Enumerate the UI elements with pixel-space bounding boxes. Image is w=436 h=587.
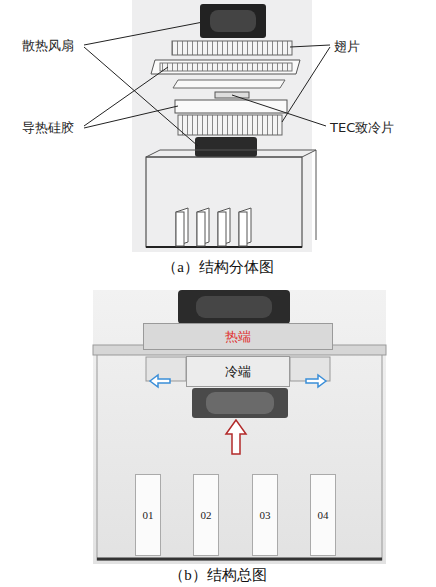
subfigure-caption: （b）结构总图 <box>169 566 267 585</box>
assembly-view <box>93 290 386 564</box>
fin-plate <box>151 60 300 74</box>
top-fin <box>172 41 292 55</box>
thermal-pad <box>173 80 285 88</box>
left-fin <box>146 357 186 381</box>
part-label: 翅片 <box>334 38 360 56</box>
part-label: 散热风扇 <box>22 37 74 55</box>
fan-hub <box>196 296 272 318</box>
battery-cell: 02 <box>193 474 219 556</box>
subfigure-caption: （a）结构分体图 <box>162 258 274 277</box>
node-label: 冷端 <box>225 363 251 381</box>
tank-bottom <box>97 558 382 561</box>
hot-end-block: 热端 <box>143 323 333 350</box>
fan-hub <box>210 10 256 32</box>
battery-cell: 03 <box>252 474 278 556</box>
leader-lines <box>84 22 330 146</box>
airflow-arrow-left <box>150 375 170 387</box>
tank-wall <box>97 354 382 560</box>
fin-rows <box>160 63 292 71</box>
airflow-arrow-up <box>226 420 246 454</box>
tank-top <box>146 150 316 157</box>
battery-cell: 04 <box>310 474 336 556</box>
node-label: 热端 <box>225 328 251 346</box>
tank-edge <box>316 150 317 240</box>
view-ground <box>132 0 312 252</box>
assembly-ground <box>93 290 386 564</box>
node-label: 01 <box>143 509 154 521</box>
tank <box>146 157 302 247</box>
cold-plate <box>175 100 287 113</box>
exploded-view <box>84 0 330 252</box>
cold-end-block: 冷端 <box>186 356 290 387</box>
node-label: 03 <box>260 509 271 521</box>
bottom-fin <box>178 115 282 135</box>
node-label: 04 <box>318 509 329 521</box>
part-label: 导热硅胶 <box>22 119 74 137</box>
fan-hub <box>206 392 274 414</box>
airflow-arrow-right <box>306 375 326 387</box>
battery-cells <box>176 208 251 246</box>
bottom-fan <box>195 137 257 157</box>
battery-cell: 01 <box>135 474 161 556</box>
right-fin <box>290 357 330 381</box>
top-fan <box>200 4 266 38</box>
node-label: 02 <box>201 509 212 521</box>
bottom-fan <box>192 388 288 418</box>
top-fan <box>178 290 290 324</box>
part-label: TEC致冷片 <box>330 119 394 137</box>
